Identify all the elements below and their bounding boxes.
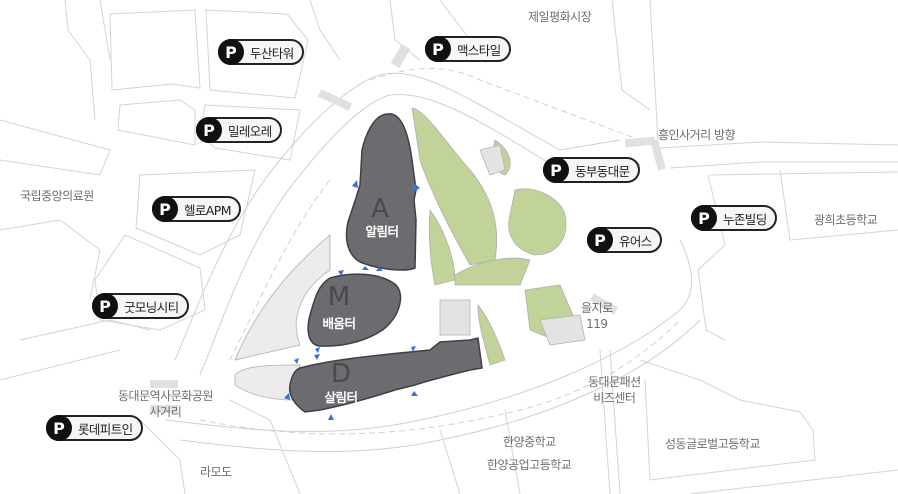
label-line-1: 동대문역사문화공원 — [118, 389, 213, 403]
parking-p-icon: P — [92, 293, 118, 319]
building-a-shape — [345, 113, 417, 271]
parking-p-icon: P — [46, 415, 72, 441]
place-label-national-medical-center: 국립중앙의료원 — [20, 189, 94, 203]
parking-pin-label: 유어스 — [619, 233, 652, 249]
parking-pin-label: 두산타워 — [250, 45, 294, 61]
place-label-hanyang-technical-high-school: 한양공업고등학교 — [487, 458, 572, 472]
place-label-ddp-history-park-intersection: 동대문역사문화공원 사거리 — [118, 388, 213, 420]
parking-p-icon: P — [152, 196, 178, 222]
building-m-shape — [307, 273, 402, 347]
label-line-1: 을지로 — [581, 301, 613, 315]
parking-p-icon: P — [543, 157, 569, 183]
building-d-letter: D — [330, 359, 352, 389]
building-m-letter: M — [327, 282, 351, 312]
place-label-jeilpyeonghwa: 제일평화시장 — [528, 10, 592, 24]
crosswalks — [150, 44, 666, 413]
parking-pin-label: 맥스타일 — [457, 42, 501, 58]
parking-pin-nuzone-building[interactable]: P 누존빌딩 — [691, 205, 777, 231]
parking-pin-dongbu-dongdaemun[interactable]: P 동부동대문 — [543, 157, 640, 183]
place-label-seongdong-global-high-school: 성동글로벌고등학교 — [665, 437, 760, 451]
place-label-lamodo: 라모도 — [200, 465, 232, 479]
place-label-euljiro-119: 을지로 119 — [581, 300, 613, 332]
entrance-arrows — [284, 180, 420, 420]
parking-pin-maxtyle[interactable]: P 맥스타일 — [425, 36, 511, 62]
parking-pin-hello-apm[interactable]: P 헬로APM — [152, 196, 241, 222]
parking-p-icon: P — [587, 227, 613, 253]
parking-pin-label: 롯데피트인 — [78, 421, 133, 437]
buildings — [288, 113, 483, 413]
parking-pin-lotte-fitin[interactable]: P 롯데피트인 — [46, 415, 143, 441]
structure-areas — [439, 144, 586, 346]
building-a-name[interactable]: 알림터 — [365, 224, 399, 239]
parking-pin-doosan-tower[interactable]: P 두산타워 — [218, 39, 304, 65]
label-line-2: 사거리 — [149, 405, 182, 419]
parking-pin-label: 밀레오레 — [228, 123, 272, 139]
green-areas — [411, 107, 576, 366]
building-d-name[interactable]: 살림터 — [324, 390, 358, 405]
place-label-ddp-fashion-business-center: 동대문패션 비즈센터 — [588, 374, 641, 406]
parking-p-icon: P — [691, 205, 717, 231]
building-d-shape — [288, 337, 483, 413]
label-line-1: 동대문패션 — [588, 375, 641, 389]
building-a-letter: A — [371, 194, 389, 224]
parking-pin-label: 굿모닝시티 — [124, 299, 179, 315]
parking-pin-migliore[interactable]: P 밀레오레 — [196, 117, 282, 143]
label-line-2: 119 — [586, 317, 608, 331]
label-line-2: 비즈센터 — [593, 391, 636, 405]
place-label-gwanghui-elementary: 광희초등학교 — [814, 213, 878, 227]
parking-pin-yours[interactable]: P 유어스 — [587, 227, 662, 253]
parking-p-icon: P — [425, 36, 451, 62]
parking-p-icon: P — [196, 117, 222, 143]
building-m-name[interactable]: 배움터 — [322, 316, 356, 331]
parking-pin-goodmorning-city[interactable]: P 굿모닝시티 — [92, 293, 189, 319]
place-label-hanyang-middle-school: 한양중학교 — [503, 435, 556, 449]
parking-p-icon: P — [218, 39, 244, 65]
parking-pin-label: 헬로APM — [184, 202, 231, 218]
parking-pin-label: 누존빌딩 — [723, 211, 767, 227]
place-label-heungin-direction: 흥인사거리 방향 — [658, 128, 736, 142]
parking-pin-label: 동부동대문 — [575, 163, 630, 179]
